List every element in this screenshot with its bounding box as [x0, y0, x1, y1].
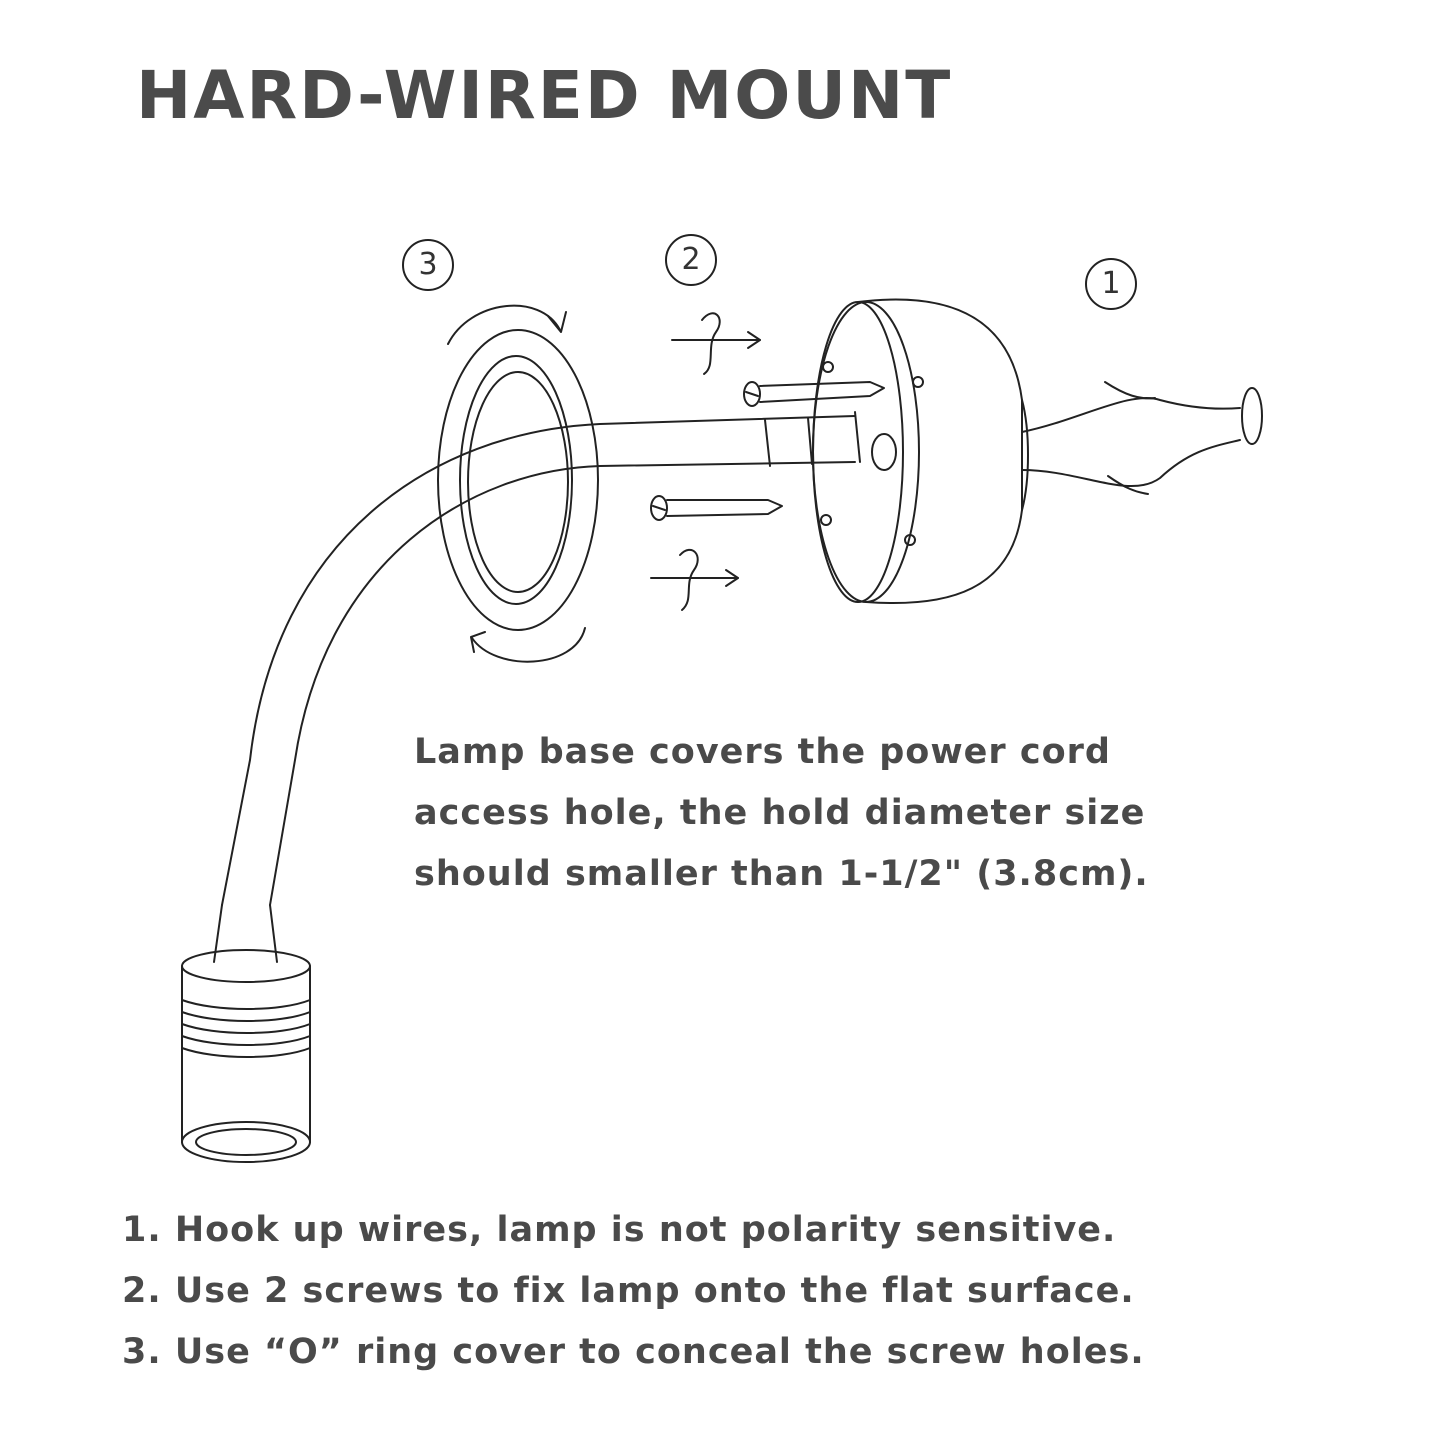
screw-arrow-top: [671, 312, 761, 375]
arm-connector: [764, 411, 861, 467]
description-line-2: access hole, the hold diameter size: [414, 793, 1146, 833]
step-marker-3: 3: [418, 247, 438, 282]
screw-bottom: [650, 495, 783, 521]
instruction-item-3: 3. Use “O” ring cover to conceal the scr…: [122, 1332, 1145, 1372]
description-text: Lamp base covers the power cord access h…: [414, 722, 1314, 905]
o-ring-cover: [437, 329, 599, 631]
step-marker-3-circle: [402, 239, 454, 291]
description-line-1: Lamp base covers the power cord: [414, 732, 1111, 772]
instruction-item-2: 2. Use 2 screws to fix lamp onto the fla…: [122, 1271, 1135, 1311]
lamp-head: [181, 904, 311, 1163]
step-marker-2: 2: [681, 242, 701, 277]
instruction-item-1: 1. Hook up wires, lamp is not polarity s…: [122, 1210, 1117, 1250]
screw-arrow-bottom: [650, 548, 739, 611]
description-line-3: should smaller than 1-1/2" (3.8cm).: [414, 854, 1149, 894]
power-wires: [1021, 381, 1263, 495]
step-marker-2-circle: [665, 234, 717, 286]
page-title: HARD-WIRED MOUNT: [136, 57, 953, 134]
screw-top: [743, 381, 885, 407]
instruction-list: 1. Hook up wires, lamp is not polarity s…: [122, 1200, 1422, 1383]
rotation-arrow-bottom: [470, 627, 586, 663]
lamp-arm: [221, 415, 856, 906]
wall-base-plate: [812, 298, 1029, 605]
rotation-arrow-top: [447, 304, 567, 345]
step-marker-1-circle: [1085, 258, 1137, 310]
step-marker-1: 1: [1101, 266, 1121, 301]
